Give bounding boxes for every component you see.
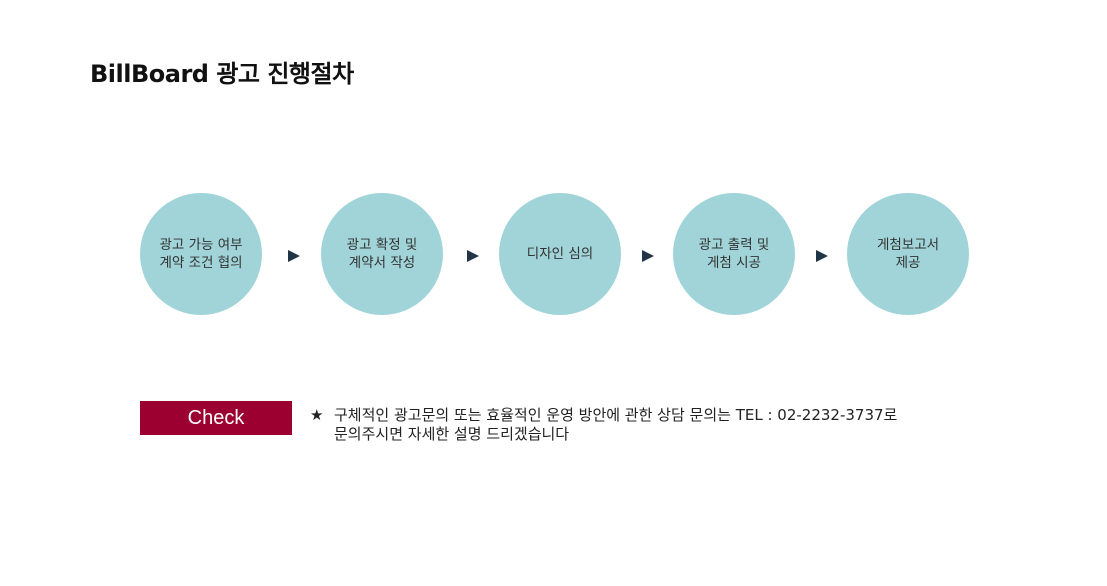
contact-note-text: 구체적인 광고문의 또는 효율적인 운영 방안에 관한 상담 문의는 TEL :…: [334, 406, 898, 443]
step-2-circle: 광고 확정 및 계약서 작성: [321, 193, 443, 315]
arrow-right-icon: [816, 250, 828, 262]
step-5-circle: 게첨보고서 제공: [847, 193, 969, 315]
step-5-label: 게첨보고서 제공: [876, 237, 940, 271]
star-icon: ★: [310, 406, 324, 424]
step-3-label: 디자인 심의: [526, 246, 594, 262]
arrow-right-icon: [642, 250, 654, 262]
check-badge: Check: [140, 401, 292, 435]
step-4-label: 광고 출력 및 게첨 시공: [698, 237, 770, 271]
page-title: BillBoard 광고 진행절차: [90, 60, 354, 88]
contact-note: ★ 구체적인 광고문의 또는 효율적인 운영 방안에 관한 상담 문의는 TEL…: [310, 406, 897, 444]
step-2-label: 광고 확정 및 계약서 작성: [346, 237, 418, 271]
step-1-circle: 광고 가능 여부 계약 조건 협의: [140, 193, 262, 315]
step-3-circle: 디자인 심의: [499, 193, 621, 315]
step-4-circle: 광고 출력 및 게첨 시공: [673, 193, 795, 315]
arrow-right-icon: [288, 250, 300, 262]
arrow-right-icon: [467, 250, 479, 262]
step-1-label: 광고 가능 여부 계약 조건 협의: [159, 237, 243, 271]
